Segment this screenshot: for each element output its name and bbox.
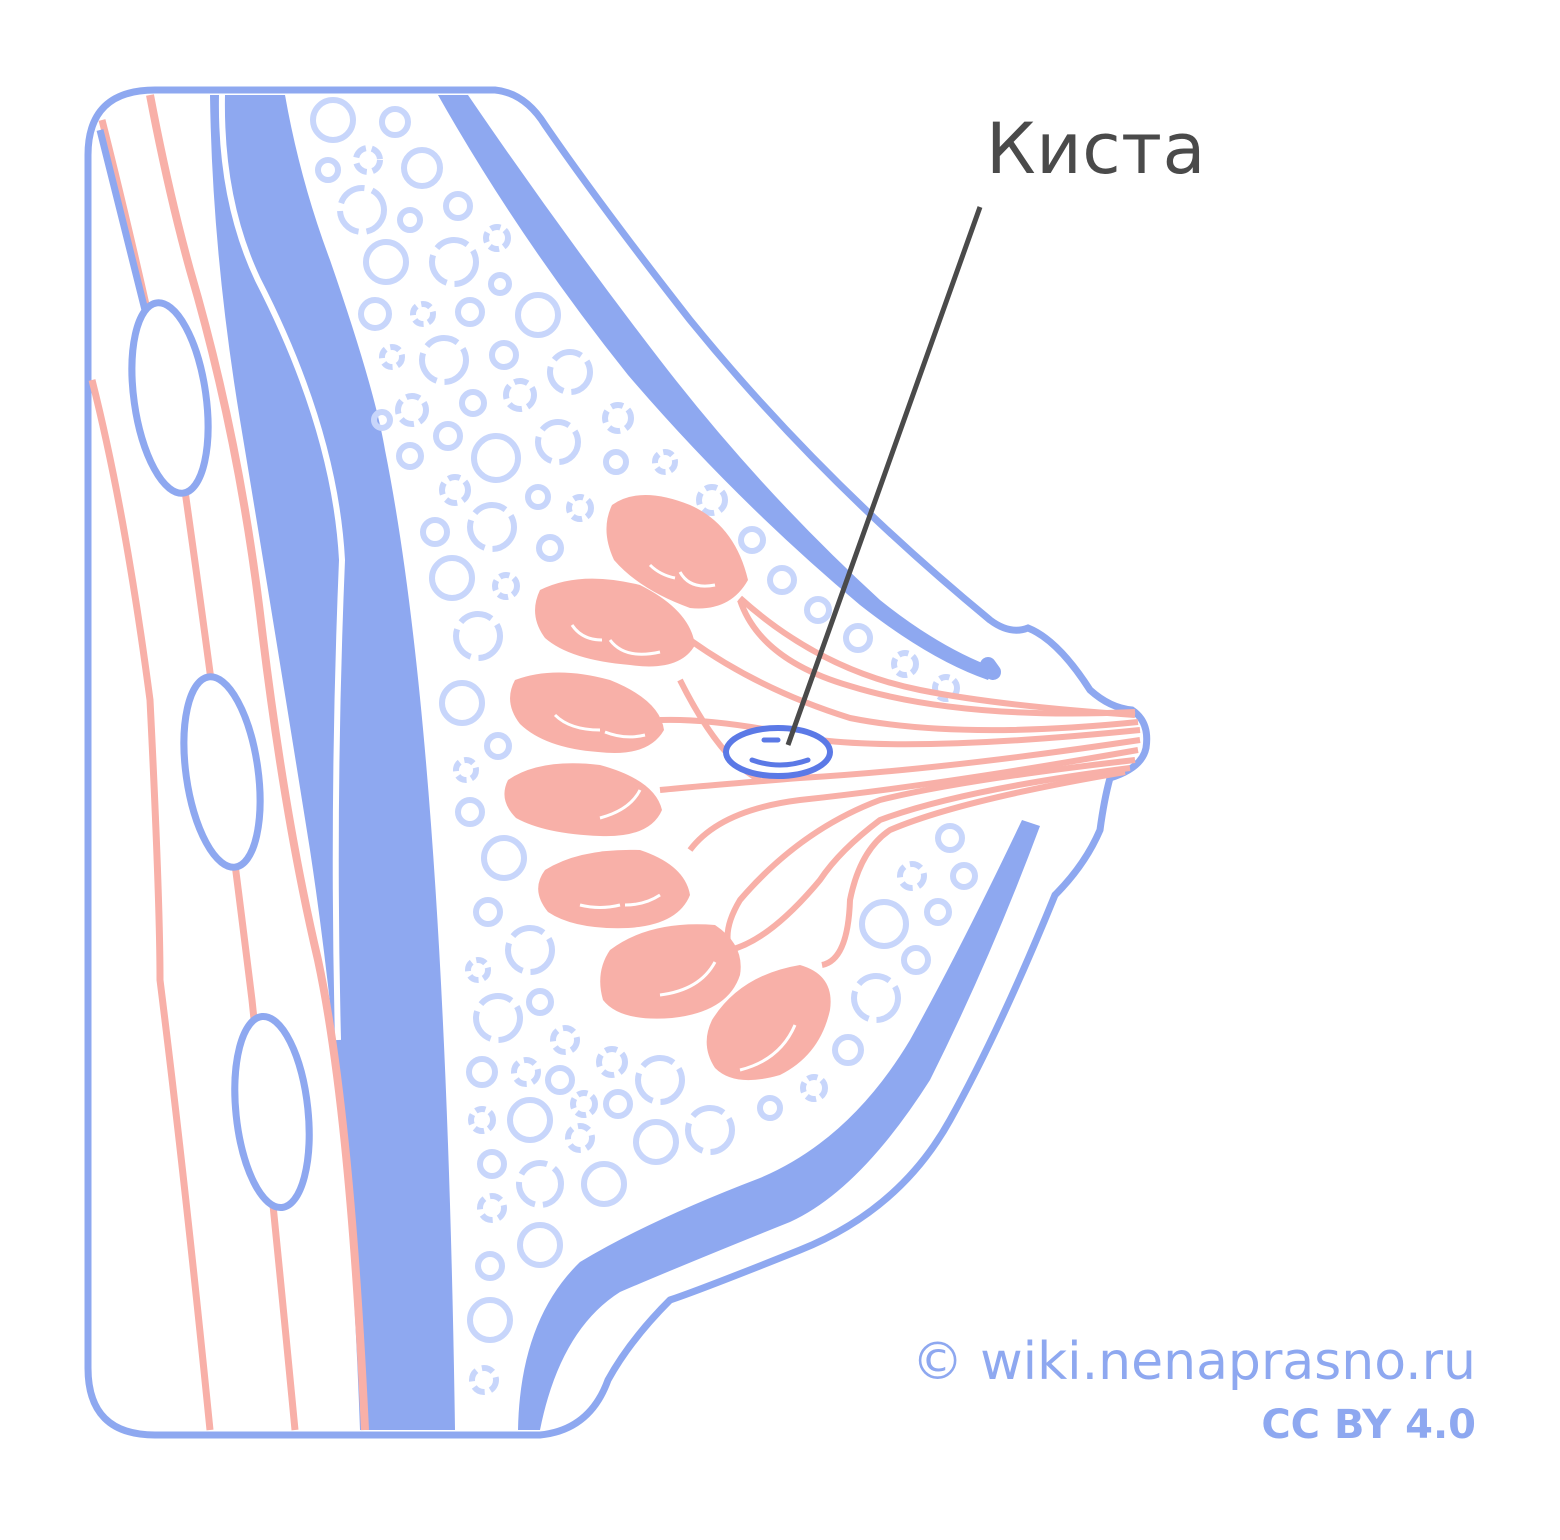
upper-subcutaneous-band [438, 95, 995, 680]
fascia-line-1 [146, 94, 369, 1431]
rib-3 [231, 1012, 313, 1212]
lobule-4 [504, 763, 662, 837]
lobule-3 [510, 672, 664, 754]
rib-1 [128, 299, 212, 497]
lobule-2 [535, 578, 695, 667]
rib-2 [180, 673, 264, 871]
fascia-line-4 [96, 129, 154, 331]
copyright-credit: © wiki.nenaprasno.ru [911, 1332, 1476, 1392]
lobule-7 [706, 965, 831, 1081]
cyst-label: Киста [986, 108, 1206, 190]
fascia-line-3 [88, 379, 214, 1431]
glandular-lobules [504, 495, 831, 1081]
muscle-inner-line [218, 94, 346, 1041]
license-credit: CC BY 4.0 [1261, 1402, 1476, 1448]
cyst [723, 725, 833, 779]
lobule-1 [606, 495, 748, 609]
lobule-5 [538, 849, 690, 929]
pectoral-muscle [210, 95, 455, 1430]
milk-ducts [659, 595, 1141, 968]
cyst-pointer-line [785, 206, 983, 746]
fat-lobules [310, 97, 978, 1395]
upper-band-end [980, 657, 1001, 680]
lobule-6 [600, 924, 741, 1019]
lower-subcutaneous-band [518, 820, 1040, 1430]
lobule-highlights [553, 563, 797, 1072]
